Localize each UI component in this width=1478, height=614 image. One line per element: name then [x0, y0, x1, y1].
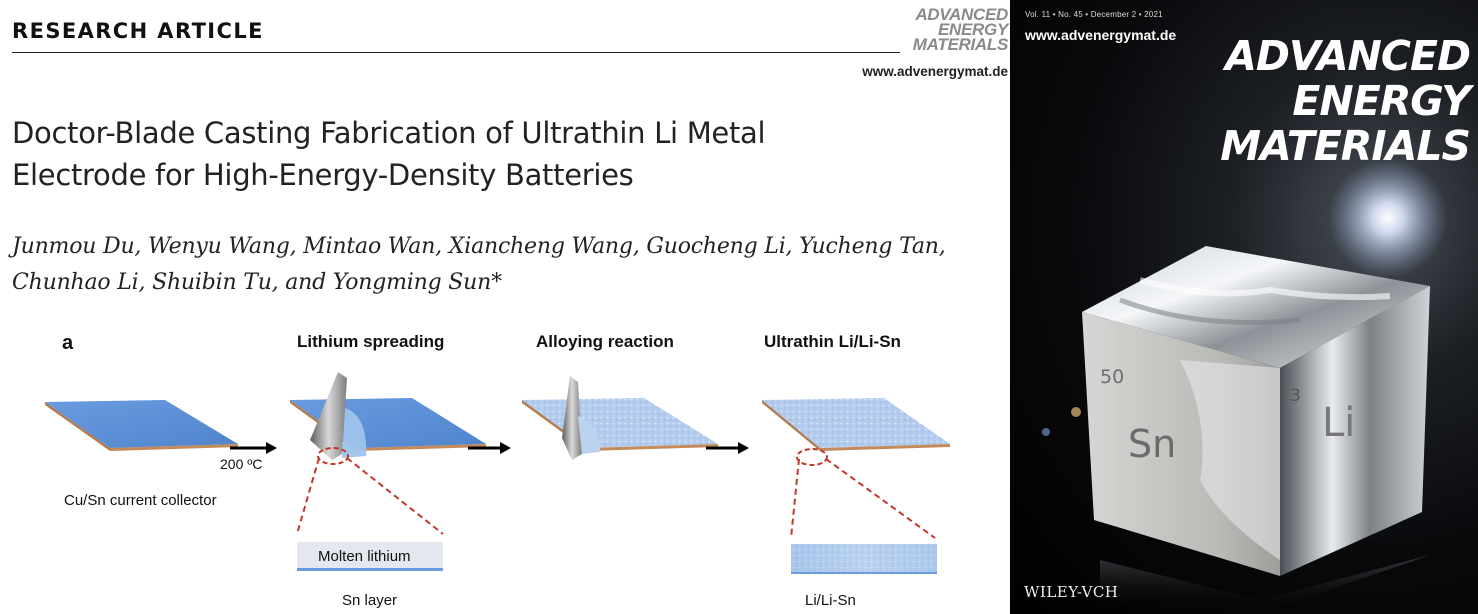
sn-element-symbol: Sn: [1128, 422, 1177, 466]
header-rule: [12, 52, 900, 53]
cover-masthead-line-2: ENERGY: [1292, 77, 1471, 125]
author-list-line-2: Chunhao Li, Shuibin Tu, and Yongming Sun…: [12, 270, 502, 295]
sheet-ultrathin-li: [762, 398, 950, 451]
publisher-logo: WILEY-VCH: [1024, 583, 1119, 601]
sheet-lithium-spreading: [290, 372, 486, 460]
inset-molten-lithium: [297, 542, 443, 571]
journal-logo-line-2: ENERGY: [938, 20, 1008, 39]
step-ultrathin-label: Ultrathin Li/Li-Sn: [764, 332, 901, 351]
caption-sn-layer: Sn layer: [342, 592, 398, 609]
journal-logo-line-3: MATERIALS: [912, 35, 1009, 54]
journal-cover[interactable]: Vol. 11 • No. 45 • December 2 • 2021 www…: [1010, 0, 1478, 614]
zoom-lines-sn: [296, 447, 444, 535]
cover-url[interactable]: www.advenergymat.de: [1025, 27, 1177, 43]
arrow-3-icon: [706, 442, 749, 454]
doctor-blade-icon: [310, 372, 347, 460]
temperature-label: 200 ºC: [220, 456, 263, 472]
li-atomic-number: 3: [1290, 386, 1301, 406]
li-element-symbol: Li: [1322, 400, 1356, 446]
arrow-2-icon: [468, 442, 511, 454]
figure-drawing: [45, 372, 950, 574]
cover-masthead-line-1: ADVANCED: [1225, 32, 1471, 80]
journal-logo-line-1: ADVANCED: [915, 5, 1008, 24]
cover-issue-line: Vol. 11 • No. 45 • December 2 • 2021: [1025, 10, 1163, 19]
metal-cube-icon: [1082, 246, 1430, 576]
sheet-cu-sn: [45, 400, 238, 451]
molten-lithium-label: Molten lithium: [318, 548, 411, 565]
arrow-1-icon: [230, 442, 277, 454]
light-flare-icon: [1328, 158, 1448, 278]
article-title-line-1: Doctor-Blade Casting Fabrication of Ultr…: [12, 116, 766, 150]
doctor-blade-icon: [562, 376, 582, 460]
figure-panel-letter: a: [62, 332, 74, 354]
cover-masthead: ADVANCED ENERGY MATERIALS: [1120, 32, 1471, 170]
sheet-alloying-reaction: [522, 376, 718, 460]
step-lithium-spreading-label: Lithium spreading: [297, 332, 445, 351]
inset-li-lisn: [791, 544, 937, 574]
author-list-line-1: Junmou Du, Wenyu Wang, Mintao Wan, Xianc…: [12, 234, 946, 259]
zoom-lines-lisn: [790, 448, 936, 539]
step-alloying-reaction-label: Alloying reaction: [536, 332, 674, 351]
sn-atomic-number: 50: [1100, 366, 1125, 388]
caption-li-lisn: Li/Li-Sn: [805, 592, 856, 609]
article-panel: RESEARCH ARTICLE ADVANCED ENERGY MATERIA…: [0, 5, 1010, 614]
journal-url[interactable]: www.advenergymat.de: [862, 64, 1008, 79]
article-title: Doctor-Blade Casting Fabrication of Ultr…: [12, 112, 972, 196]
caption-current-collector: Cu/Sn current collector: [64, 492, 217, 509]
author-list: Junmou Du, Wenyu Wang, Mintao Wan, Xianc…: [12, 229, 1002, 301]
cover-masthead-line-3: MATERIALS: [1220, 122, 1471, 170]
figure-schematic: a Lithium spreading Alloying reaction Ul…: [0, 320, 1010, 614]
cover-artwork: [1042, 158, 1448, 614]
journal-logo: ADVANCED ENERGY MATERIALS: [898, 5, 1009, 54]
article-title-line-2: Electrode for High-Energy-Density Batter…: [12, 158, 634, 192]
section-label: RESEARCH ARTICLE: [12, 19, 264, 43]
